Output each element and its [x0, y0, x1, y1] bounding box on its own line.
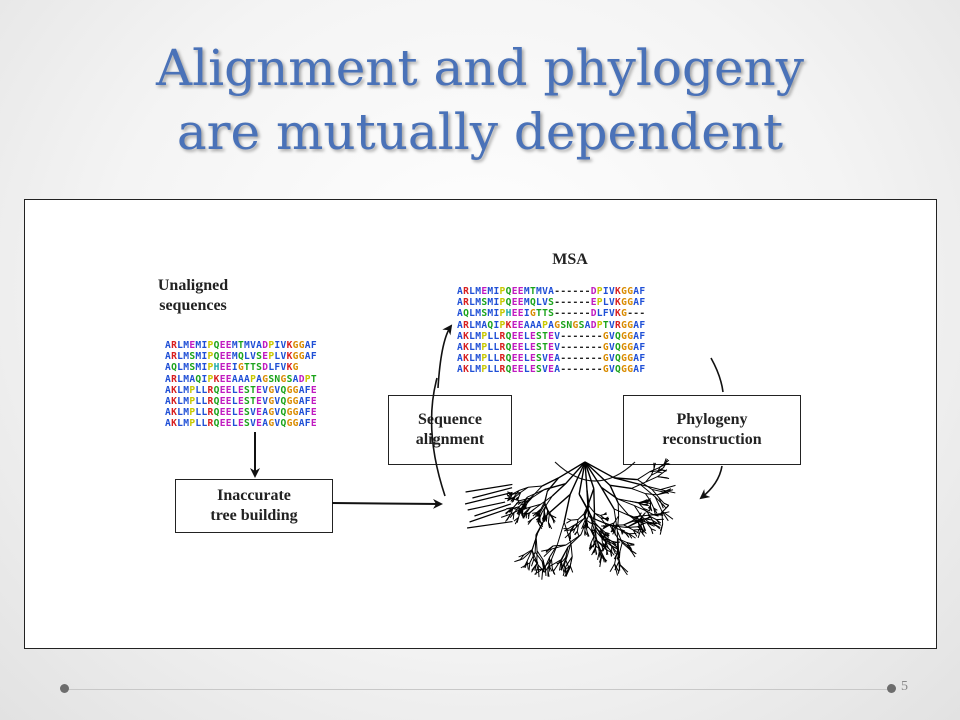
phylogenetic-tree [464, 458, 676, 580]
sequence-row: AKLMPLLRQEELESTEV-------GVQGGAF [457, 330, 646, 342]
sequence-row: ARLMSMIPQEEMQLVSEPLVKGGAF [165, 351, 317, 363]
page-number: 5 [901, 679, 908, 694]
sequence-row: AKLMPLLRQEELESVEAGVQGGAFE [165, 418, 317, 430]
diagram-arrows-and-tree [250, 324, 724, 580]
sequence-row: AKLMPLLRQEELESTEVGVQGGAFE [165, 384, 317, 396]
sequence-row: ARLMEMIPQEEMTMVA------DPIVKGGAF [457, 286, 646, 297]
arc-left-lower [430, 377, 446, 497]
phylogeny-box-line2: reconstruction [662, 431, 762, 448]
slide-title-line1: Alignment and phylogeny [156, 39, 804, 97]
slide-title-line2: are mutually dependent [176, 103, 784, 161]
sequence-row: AKLMPLLRQEELESVEA-------GVQGGAF [457, 353, 646, 365]
phylogeny-reconstruction-box: Phylogeny reconstruction [623, 395, 801, 465]
unaligned-sequences-label: Unaligned sequences [123, 276, 263, 316]
inaccurate-tree-building-box: Inaccurate tree building [175, 479, 333, 533]
sequence-row: AQLMSMIPHEEIGTTSDLFVKG [165, 362, 299, 374]
diagram-figure: Unaligned sequences MSA ARLMEMIPQEEMTMVA… [24, 199, 937, 649]
unaligned-label-line1: Unaligned [157, 277, 229, 294]
sequence-row: AQLMSMIPHEEIGTTS------DLFVKG--- [457, 308, 646, 320]
unaligned-label-line2: sequences [159, 297, 227, 314]
footer-dot-right [887, 684, 896, 693]
arc-left-arrow-to-msa [437, 324, 453, 389]
sequence-row: AKLMPLLRQEELESTEV-------GVQGGAF [457, 341, 646, 353]
phylogeny-box-line1: Phylogeny [676, 411, 748, 428]
sequence-row: ARLMAQIPKEEAAAPAGSNGSADPTVRGGAF [457, 319, 646, 331]
alignment-box-line1: Sequence [418, 411, 482, 428]
arc-right-arrow-to-tree [699, 465, 723, 500]
inaccurate-box-line1: Inaccurate [217, 487, 291, 504]
arrow-to-tree [331, 498, 443, 509]
msa-label: MSA [552, 251, 588, 268]
sequence-row: ARLMSMIPQEEMQLVS------EPLVKGGAF [457, 297, 646, 309]
tree-root-arc [554, 461, 636, 482]
sequence-row: AKLMPLLRQEELESVEAGVQGGAFE [165, 407, 317, 419]
arc-right-upper [710, 357, 724, 393]
inaccurate-box-line2: tree building [210, 507, 298, 524]
sequence-row: ARLMAQIPKEEAAAPAGSNGSADPT [165, 373, 317, 385]
slide-title: Alignment and phylogeny are mutually dep… [0, 36, 960, 164]
sequence-row: ARLMEMIPQEEMTMVADPIVKGGAF [165, 340, 317, 351]
footer-dot-left [60, 684, 69, 693]
sequence-row: AKLMPLLRQEELESTEVGVQGGAFE [165, 395, 317, 407]
footer-divider [66, 689, 894, 690]
sequence-row: AKLMPLLRQEELESVEA-------GVQGGAF [457, 364, 646, 376]
